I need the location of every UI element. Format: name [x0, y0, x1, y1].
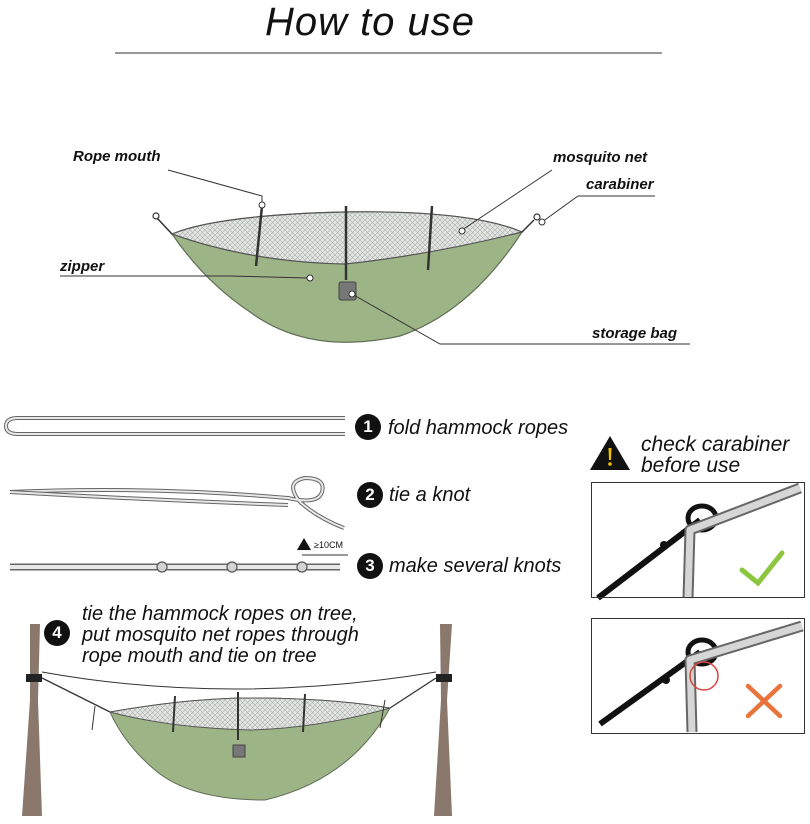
leader-storage-bag: [351, 293, 690, 345]
step-4-number: 4: [44, 620, 70, 646]
carabiner-wrong-panel: [591, 618, 805, 734]
step3-rope-drawing: [10, 538, 348, 573]
tree-right: [434, 624, 452, 816]
label-storage-bag: storage bag: [592, 325, 678, 342]
leader-rope-mouth: [167, 169, 263, 205]
tree-left: [22, 624, 42, 816]
knot-1: [156, 561, 168, 573]
label-rope-mouth: Rope mouth: [73, 148, 161, 165]
step2-rope-drawing: [9, 475, 345, 530]
step-4-line-3: rope mouth and tie on tree: [82, 645, 317, 667]
step-4-text: tie the hammock ropes on tree, put mosqu…: [82, 604, 422, 667]
net-pole-1: [254, 205, 264, 267]
step-2-number: 2: [357, 482, 383, 508]
label-zipper: zipper: [60, 258, 105, 275]
check-mark-icon: [739, 550, 785, 587]
hammock-diagram: [60, 169, 690, 345]
step-3-number: 3: [357, 553, 383, 579]
leader-carabiner: [541, 195, 655, 223]
step-4-line-1: tie the hammock ropes on tree,: [82, 603, 358, 625]
warning-line-1: check carabiner: [641, 433, 790, 456]
step-2-text: tie a knot: [389, 484, 471, 506]
knot-2: [226, 561, 238, 573]
cross-mark-icon: [745, 683, 783, 719]
step1-rope-drawing: [3, 416, 345, 436]
step4-trees-drawing: [22, 624, 452, 816]
warning-line-2: before use: [641, 454, 741, 477]
warning-text: check carabiner before use: [641, 434, 789, 476]
net-pole-3: [426, 205, 434, 271]
label-carabiner: carabiner: [586, 176, 654, 193]
knot-3: [296, 561, 308, 573]
page-title: How to use: [264, 0, 476, 44]
step-4-line-2: put mosquito net ropes through: [82, 624, 359, 646]
step-1-number: 1: [355, 414, 381, 440]
carabiner-wrong-drawing: [598, 620, 804, 733]
label-mosquito-net: mosquito net: [553, 149, 648, 166]
knot-spacing-label: ≥10CM: [314, 540, 343, 550]
small-warning-icon: [297, 538, 311, 550]
warning-triangle-icon: [590, 436, 630, 470]
carabiner-correct-drawing: [596, 482, 802, 601]
leader-mosquito-net: [461, 169, 553, 231]
step-3-text: make several knots: [389, 555, 562, 577]
step-1-text: fold hammock ropes: [388, 417, 569, 439]
leader-zipper: [60, 275, 309, 279]
carabiner-correct-panel: [591, 482, 805, 598]
